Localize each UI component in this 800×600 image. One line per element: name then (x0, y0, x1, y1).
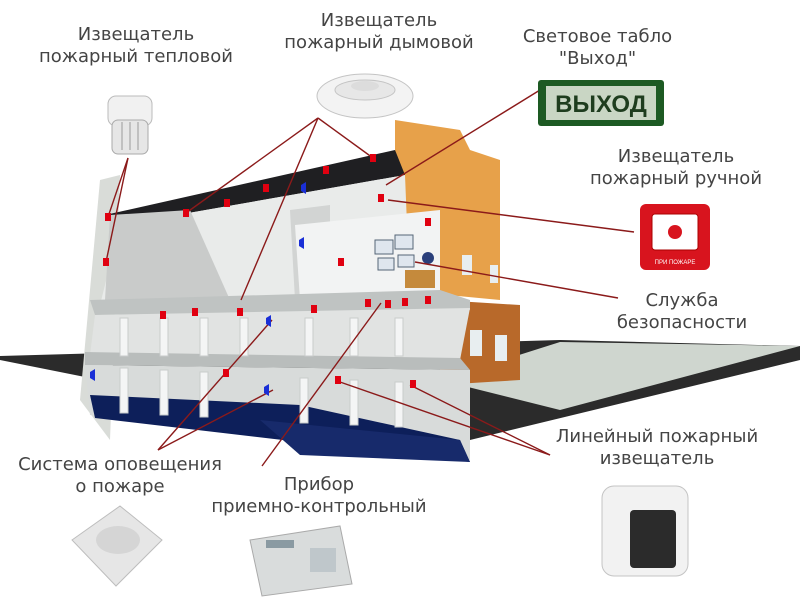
manual-call-point-device: ПРИ ПОЖАРЕ (640, 204, 710, 270)
label-control-panel: Прибор приемно-контрольный (211, 474, 427, 517)
leader-lines (105, 89, 635, 467)
heat-detector-device (107, 95, 153, 155)
top-floor-room (295, 210, 440, 300)
label-security-service: Служба безопасности (616, 290, 748, 333)
leader-line (185, 117, 319, 214)
middle-slab (90, 290, 470, 315)
control-panel-device (249, 525, 353, 597)
leader-line (107, 157, 129, 218)
red-detector-marker (425, 296, 431, 304)
label-manual-call-point: Извещатель пожарный ручной (589, 146, 763, 189)
red-detector-marker (224, 199, 230, 207)
siren-marker (90, 369, 95, 381)
red-detector-marker (335, 376, 341, 384)
red-detector-marker (378, 194, 384, 202)
manual-call-point-text: ПРИ ПОЖАРЕ (655, 260, 696, 266)
red-detector-marker (263, 184, 269, 192)
sound-alarm-device (71, 505, 163, 587)
red-detector-marker (223, 369, 229, 377)
columns (119, 317, 404, 428)
exit-sign-text: ВЫХОД (555, 91, 647, 118)
leader-line (339, 381, 551, 456)
facade-window (495, 335, 507, 361)
label-smoke-detector: Извещатель пожарный дымовой (284, 10, 474, 53)
facade-window (462, 255, 472, 275)
ground-floor-room (260, 420, 470, 462)
facade-window (470, 330, 482, 356)
detector-markers (90, 154, 431, 396)
red-detector-marker (105, 213, 111, 221)
facade-window (490, 265, 498, 283)
siren-marker (301, 182, 306, 194)
leader-line (317, 117, 374, 159)
siren-marker (264, 384, 269, 396)
leader-line (385, 89, 541, 186)
red-detector-marker (323, 166, 329, 174)
siren-marker (266, 315, 271, 327)
middle-floor (90, 308, 470, 360)
red-detector-marker (237, 308, 243, 316)
label-linear-detector: Линейный пожарный извещатель (555, 426, 759, 469)
red-detector-marker (385, 300, 391, 308)
red-detector-marker (311, 305, 317, 313)
siren-marker (299, 237, 304, 249)
red-detector-marker (160, 311, 166, 319)
red-detector-marker (402, 298, 408, 306)
top-floor-partition (105, 210, 230, 300)
red-detector-marker (410, 380, 416, 388)
red-detector-marker (338, 258, 344, 266)
leader-line (105, 157, 129, 263)
lower-slab (85, 352, 470, 370)
security-desk (405, 270, 435, 288)
ground-light (440, 342, 800, 410)
label-heat-detector: Извещатель пожарный тепловой (38, 24, 234, 67)
exit-sign-device: ВЫХОД (538, 80, 664, 126)
label-exit-sign: Световое табло "Выход" (522, 26, 673, 69)
leader-line (157, 319, 273, 451)
leader-line (387, 199, 635, 233)
security-guard (422, 252, 434, 264)
red-detector-marker (370, 154, 376, 162)
leader-line (409, 384, 551, 456)
leader-line (414, 261, 619, 299)
smoke-detector-device (316, 73, 414, 119)
label-alarm-system: Система оповещения о пожаре (18, 454, 222, 497)
leader-line (240, 117, 319, 301)
leader-line (261, 302, 382, 467)
linear-detector-device (601, 485, 689, 577)
red-detector-marker (425, 218, 431, 226)
red-detector-marker (365, 299, 371, 307)
red-detector-marker (103, 258, 109, 266)
security-monitors (374, 234, 415, 271)
leader-line (157, 389, 274, 451)
top-ceiling (105, 150, 405, 225)
red-detector-marker (183, 209, 189, 217)
red-detector-marker (192, 308, 198, 316)
